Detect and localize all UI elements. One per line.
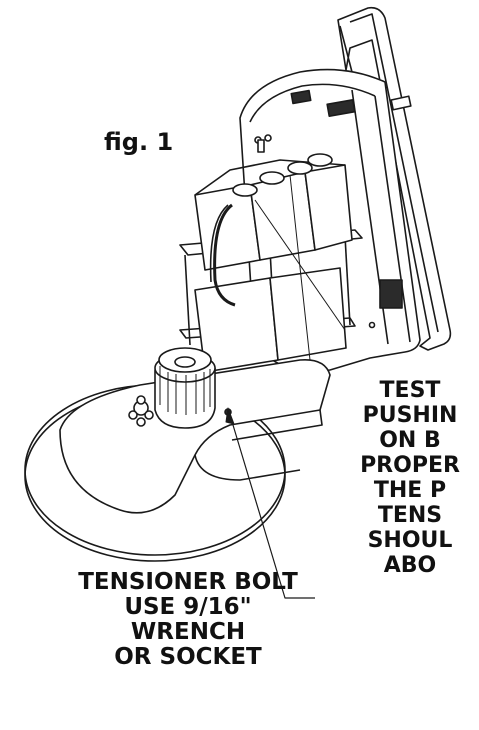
- tensioner-bolt-callout: TENSIONER BOLT USE 9/16" WRENCH OR SOCKE…: [78, 570, 298, 670]
- note-line: TEST: [379, 378, 441, 403]
- callout-line: OR SOCKET: [114, 644, 262, 670]
- pad-deck: [24, 358, 331, 562]
- callout-line: USE 9/16": [124, 594, 252, 620]
- note-line: SHOUL: [367, 528, 453, 553]
- batteries: [194, 139, 353, 373]
- note-line: PROPER: [360, 453, 460, 478]
- note-line: ON B: [379, 428, 441, 453]
- test-instruction-note: TEST PUSHIN ON B PROPER THE P TENS SHOUL…: [335, 378, 479, 578]
- note-line: THE P: [373, 478, 447, 503]
- note-line: PUSHIN: [362, 403, 458, 428]
- handle: [337, 6, 452, 351]
- tensioner-leader-arrow: [225, 407, 235, 425]
- figure-label: fig. 1: [104, 128, 174, 156]
- tensioner-leader-line: [229, 414, 315, 599]
- motor-cap: [154, 347, 216, 429]
- callout-line: WRENCH: [130, 619, 246, 645]
- callout-line: TENSIONER BOLT: [78, 569, 298, 595]
- note-line: ABO: [383, 553, 437, 578]
- deck-knob: [128, 395, 154, 427]
- note-line: TENS: [377, 503, 443, 528]
